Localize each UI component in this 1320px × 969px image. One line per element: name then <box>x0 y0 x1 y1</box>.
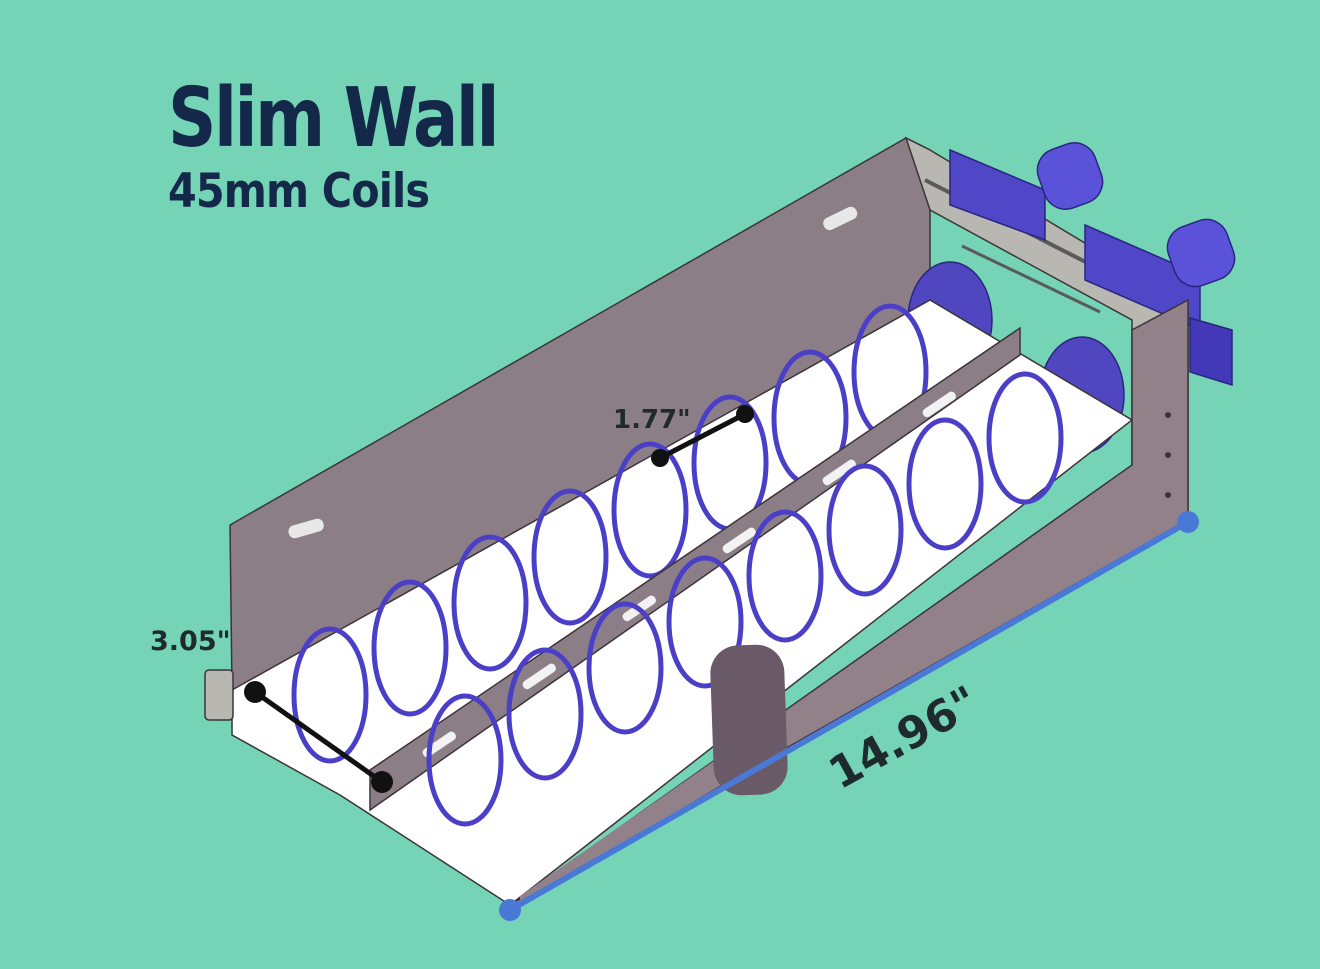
side-bracket <box>204 669 234 721</box>
front-access-cutout <box>710 644 788 796</box>
center-divider <box>369 326 1021 812</box>
width-label: 3.05" <box>150 626 231 657</box>
width-marker-end <box>371 771 393 793</box>
motor-top <box>949 142 1104 242</box>
page-subtitle: 45mm Coils <box>168 164 430 219</box>
length-dimension-line <box>508 519 1190 913</box>
coil-spacing-label: 1.77" <box>613 405 691 435</box>
end-plate-slot <box>961 244 1101 314</box>
width-marker-start <box>244 681 266 703</box>
coils-front-row <box>426 371 1064 827</box>
coil-spacing-marker-start <box>651 449 669 467</box>
motor-bottom <box>1084 218 1236 387</box>
back-wall-slot-left <box>288 518 324 539</box>
length-marker-end <box>1177 511 1199 533</box>
coil-spacing-dimension-line <box>658 411 747 461</box>
width-dimension-line <box>253 689 384 785</box>
coil-spacing-marker-end <box>736 405 754 423</box>
length-marker-start <box>499 899 521 921</box>
page-title: Slim Wall <box>168 71 500 166</box>
end-plate-holes <box>1165 412 1171 498</box>
back-wall-slot-right <box>823 206 858 231</box>
rack-front-panel <box>520 470 1132 905</box>
